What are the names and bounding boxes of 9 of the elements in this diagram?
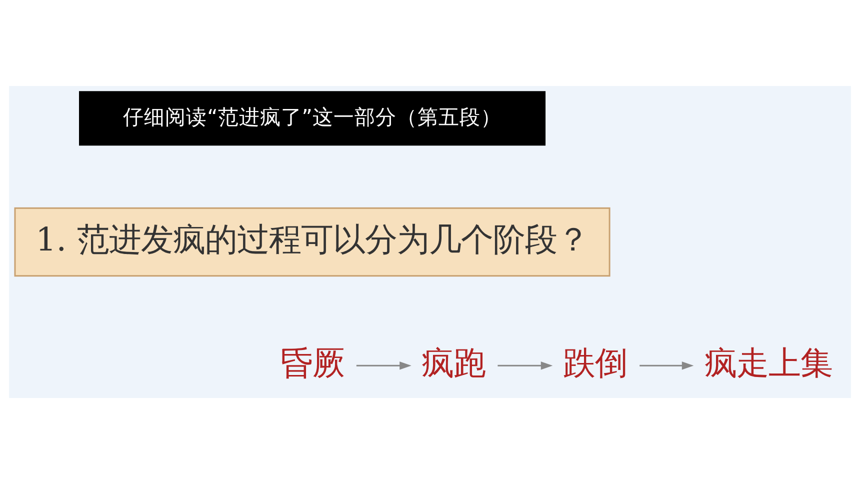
arrow [498,362,553,370]
arrow [356,362,412,370]
node-box: 仔细阅读“范进疯了”这一部分（第五段） [79,91,546,146]
node-text: 疯跑 [422,344,486,382]
node-box: 1. 范进发疯的过程可以分为几个阶段？ [14,207,610,277]
node-text: 跌倒 [562,344,627,382]
node-text: 昏厥 [280,344,344,382]
node-text: 疯走上集 [704,344,832,382]
arrow [640,362,694,370]
